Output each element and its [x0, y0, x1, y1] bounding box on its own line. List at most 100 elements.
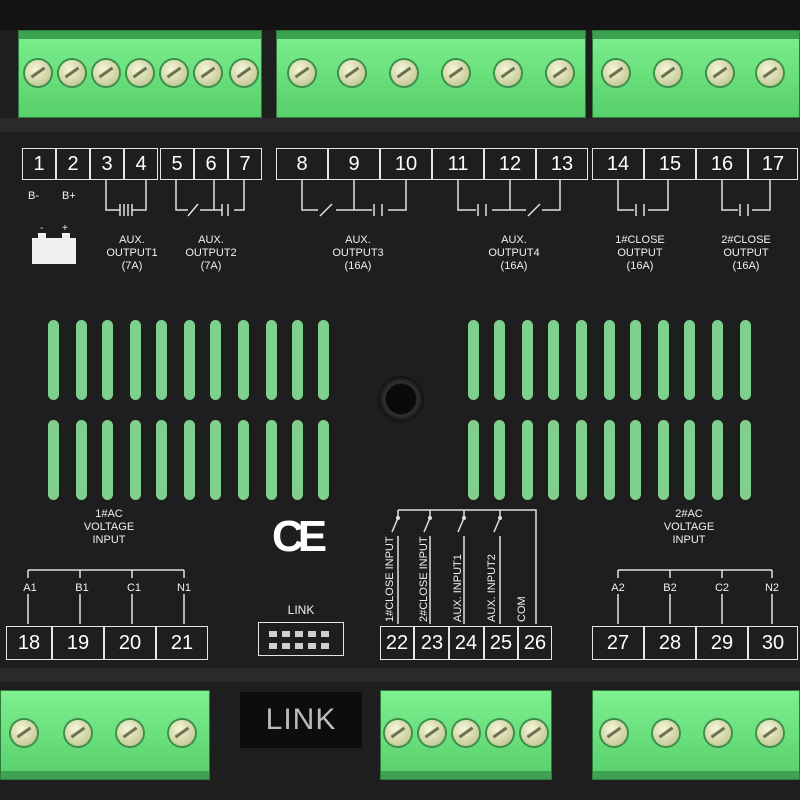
vent-slot — [548, 320, 559, 400]
terminal-number: 16 — [696, 148, 748, 180]
vent-slot — [468, 320, 479, 400]
vent-slot — [576, 420, 587, 500]
terminal-screw[interactable] — [117, 720, 143, 746]
terminal-screw[interactable] — [93, 60, 119, 86]
terminal-number: 24 — [448, 626, 484, 660]
terminal-screw[interactable] — [65, 720, 91, 746]
terminal-number: 26 — [518, 626, 552, 660]
terminal-screw[interactable] — [385, 720, 411, 746]
terminal-screw[interactable] — [419, 720, 445, 746]
svg-text:+: + — [62, 223, 68, 234]
terminal-screw[interactable] — [231, 60, 257, 86]
terminal-screw[interactable] — [391, 60, 417, 86]
link-pin — [269, 643, 277, 649]
terminal-screw[interactable] — [169, 720, 195, 746]
ac2-phase-label: C2 — [714, 582, 730, 594]
ac2-phase-label: A2 — [611, 582, 625, 594]
ac1-phase-label: N1 — [176, 582, 192, 594]
vent-slot — [712, 420, 723, 500]
vent-slot — [684, 320, 695, 400]
vent-slot — [576, 320, 587, 400]
terminal-number: 30 — [748, 626, 798, 660]
terminal-number: 1 — [22, 148, 56, 180]
terminal-number: 22 — [380, 626, 414, 660]
digital-input-label: AUX. INPUT2 — [486, 554, 498, 622]
terminal-screw[interactable] — [705, 720, 731, 746]
terminal-screw[interactable] — [601, 720, 627, 746]
ac-input-wiring — [27, 569, 773, 624]
vent-slot — [130, 420, 141, 500]
aux-output2-label: AUX. OUTPUT2 (7A) — [185, 234, 237, 272]
vent-slot — [102, 320, 113, 400]
ac1-phase-label: C1 — [126, 582, 142, 594]
terminal-screw[interactable] — [161, 60, 187, 86]
vent-slot — [130, 320, 141, 400]
vent-slot — [494, 420, 505, 500]
terminal-screw[interactable] — [521, 720, 547, 746]
terminal-screw[interactable] — [453, 720, 479, 746]
terminal-screw[interactable] — [289, 60, 315, 86]
terminal-number: 13 — [536, 148, 588, 180]
terminal-screw[interactable] — [707, 60, 733, 86]
terminal-number: 27 — [592, 626, 644, 660]
vent-slot — [658, 320, 669, 400]
digital-input-label: COM — [516, 596, 528, 622]
link-pin — [295, 643, 303, 649]
ac1-phase-label: B1 — [75, 582, 89, 594]
vent-slot — [522, 320, 533, 400]
terminal-number: 5 — [160, 148, 194, 180]
terminal-screw[interactable] — [547, 60, 573, 86]
mounting-hole — [378, 376, 424, 422]
vent-slot — [740, 420, 751, 500]
terminal-number: 28 — [644, 626, 696, 660]
terminal-screw[interactable] — [655, 60, 681, 86]
vent-slot — [604, 320, 615, 400]
terminal-screw[interactable] — [653, 720, 679, 746]
digital-input-label: 2#CLOSE INPUT — [418, 536, 430, 622]
vent-slot — [102, 420, 113, 500]
vent-slot — [210, 420, 221, 500]
terminal-screw[interactable] — [757, 720, 783, 746]
terminal-number: 2 — [56, 148, 90, 180]
link-port[interactable] — [258, 622, 344, 656]
terminal-screw[interactable] — [11, 720, 37, 746]
terminal-screw[interactable] — [443, 60, 469, 86]
battery-plus-label: B+ — [62, 190, 76, 202]
vent-slot — [156, 420, 167, 500]
vent-slot — [184, 320, 195, 400]
terminal-screw[interactable] — [127, 60, 153, 86]
terminal-screw[interactable] — [195, 60, 221, 86]
vent-slot — [238, 320, 249, 400]
terminal-number: 3 — [90, 148, 124, 180]
vent-slot — [266, 320, 277, 400]
terminal-screw[interactable] — [59, 60, 85, 86]
battery-minus-label: B- — [28, 190, 39, 202]
terminal-number: 29 — [696, 626, 748, 660]
terminal-number: 23 — [414, 626, 450, 660]
terminal-number: 4 — [124, 148, 158, 180]
link-nameplate: LINK — [240, 692, 362, 748]
vent-slot — [238, 420, 249, 500]
ac2-title: 2#AC VOLTAGE INPUT — [663, 508, 715, 546]
svg-text:-: - — [40, 223, 43, 234]
ac1-title: 1#AC VOLTAGE INPUT — [83, 508, 135, 546]
terminal-screw[interactable] — [339, 60, 365, 86]
terminal-screw[interactable] — [495, 60, 521, 86]
terminal-number: 12 — [484, 148, 536, 180]
ac2-phase-label: B2 — [663, 582, 677, 594]
top-rail — [0, 118, 800, 132]
terminal-screw[interactable] — [603, 60, 629, 86]
terminal-number: 15 — [644, 148, 696, 180]
terminal-screw[interactable] — [25, 60, 51, 86]
vent-slot — [468, 420, 479, 500]
aux-output3-label: AUX. OUTPUT3 (16A) — [332, 234, 384, 272]
terminal-number: 14 — [592, 148, 644, 180]
terminal-number: 6 — [194, 148, 228, 180]
terminal-number: 18 — [6, 626, 52, 660]
link-pin — [321, 643, 329, 649]
vent-slot — [266, 420, 277, 500]
ac1-phase-label: A1 — [23, 582, 37, 594]
terminal-screw[interactable] — [487, 720, 513, 746]
vent-slot — [740, 320, 751, 400]
terminal-screw[interactable] — [757, 60, 783, 86]
